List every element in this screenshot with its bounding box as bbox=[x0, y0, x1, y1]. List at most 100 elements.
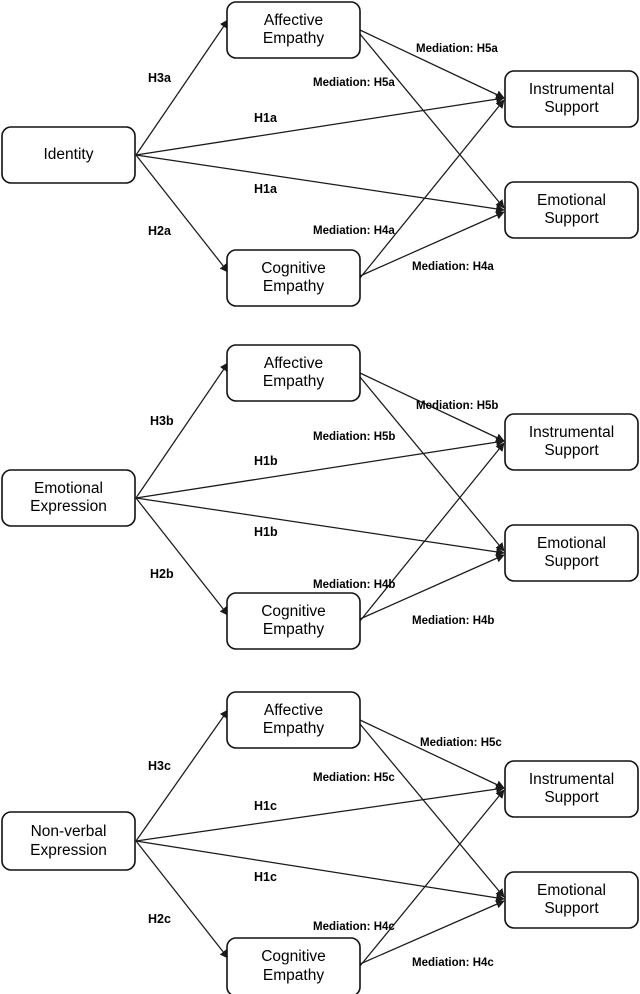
node-predictor-label-line1: Identity bbox=[44, 146, 94, 163]
edge-label-affective-to-instrumental: Mediation: H5b bbox=[416, 400, 498, 412]
node-predictor-rect[interactable] bbox=[1, 469, 136, 527]
node-predictor[interactable]: Emotional Expression bbox=[1, 469, 136, 527]
node-outcome-top-label-line2: Support bbox=[544, 789, 599, 806]
edge-label-pred-to-affective: H3a bbox=[148, 71, 172, 85]
node-mediator-bottom-label-line2: Empathy bbox=[263, 278, 324, 295]
edge-label-affective-to-emotional: Mediation: H5a bbox=[313, 77, 395, 89]
node-mediator-bottom[interactable]: Cognitive Empathy bbox=[226, 592, 361, 650]
edge-label-pred-to-cognitive: H2b bbox=[150, 567, 174, 581]
node-predictor-rect[interactable] bbox=[1, 126, 136, 184]
edge-pred-to-emotional bbox=[135, 497, 505, 557]
node-outcome-bottom-label-line1: Emotional bbox=[537, 882, 606, 899]
node-mediator-bottom[interactable]: Cognitive Empathy bbox=[226, 249, 361, 307]
node-predictor-label-line1: Emotional bbox=[34, 480, 103, 497]
edge-pred-to-affective bbox=[135, 709, 229, 842]
node-outcome-bottom-label-line1: Emotional bbox=[537, 192, 606, 209]
node-mediator-bottom-rect[interactable] bbox=[226, 937, 361, 994]
edge-label-affective-to-instrumental: Mediation: H5c bbox=[420, 737, 502, 749]
node-mediator-bottom-label-line1: Cognitive bbox=[261, 603, 326, 620]
edge-label-cognitive-to-emotional: Mediation: H4a bbox=[412, 261, 494, 273]
node-mediator-top-label-line2: Empathy bbox=[263, 30, 324, 47]
node-outcome-bottom[interactable]: Emotional Support bbox=[504, 871, 639, 929]
node-outcome-top-rect[interactable] bbox=[504, 413, 639, 471]
edge-label-affective-to-instrumental: Mediation: H5a bbox=[416, 43, 498, 55]
edge-affective-to-instrumental bbox=[359, 372, 505, 442]
node-mediator-bottom-label-line2: Empathy bbox=[263, 967, 324, 984]
node-outcome-bottom-label-line1: Emotional bbox=[537, 535, 606, 552]
node-predictor[interactable]: Identity bbox=[1, 126, 136, 184]
node-outcome-bottom-rect[interactable] bbox=[504, 524, 639, 582]
node-mediator-bottom-rect[interactable] bbox=[226, 592, 361, 650]
edge-label-pred-to-emotional: H1a bbox=[254, 182, 278, 196]
node-mediator-top-label-line2: Empathy bbox=[263, 720, 324, 737]
panel-b-edges bbox=[135, 362, 505, 622]
edge-affective-to-emotional bbox=[359, 723, 505, 898]
edge-pred-to-instrumental bbox=[135, 94, 505, 156]
panel-a: Identity Affective Empathy Cognitive Emp… bbox=[1, 1, 639, 307]
edge-pred-to-instrumental bbox=[135, 437, 505, 499]
node-mediator-top[interactable]: Affective Empathy bbox=[226, 691, 361, 749]
node-mediator-top-rect[interactable] bbox=[226, 344, 361, 402]
node-outcome-top[interactable]: Instrumental Support bbox=[504, 760, 639, 818]
edge-cognitive-to-emotional bbox=[359, 900, 505, 965]
edge-label-pred-to-instrumental: H1a bbox=[254, 111, 278, 125]
edge-cognitive-to-emotional bbox=[359, 554, 505, 620]
node-outcome-top-label-line2: Support bbox=[544, 442, 599, 459]
node-predictor-label-line2: Expression bbox=[30, 498, 107, 515]
node-outcome-top-label-line1: Instrumental bbox=[529, 81, 614, 98]
node-outcome-bottom-rect[interactable] bbox=[504, 181, 639, 239]
node-predictor[interactable]: Non-verbal Expression bbox=[1, 811, 136, 871]
node-mediator-top[interactable]: Affective Empathy bbox=[226, 1, 361, 59]
edge-pred-to-emotional bbox=[135, 840, 505, 903]
node-mediator-bottom-label-line1: Cognitive bbox=[261, 260, 326, 277]
edge-label-affective-to-emotional: Mediation: H5c bbox=[313, 772, 395, 784]
node-mediator-bottom[interactable]: Cognitive Empathy bbox=[226, 937, 361, 994]
node-mediator-bottom-label-line1: Cognitive bbox=[261, 948, 326, 965]
node-outcome-top-label-line2: Support bbox=[544, 99, 599, 116]
node-outcome-top-label-line1: Instrumental bbox=[529, 424, 614, 441]
node-outcome-bottom-rect[interactable] bbox=[504, 871, 639, 929]
node-mediator-top-rect[interactable] bbox=[226, 1, 361, 59]
edge-affective-to-instrumental bbox=[359, 29, 505, 99]
edge-pred-to-cognitive bbox=[135, 840, 229, 959]
edge-label-cognitive-to-instrumental: Mediation: H4a bbox=[313, 225, 395, 237]
node-outcome-bottom-label-line2: Support bbox=[544, 900, 599, 917]
node-outcome-bottom[interactable]: Emotional Support bbox=[504, 524, 639, 582]
edge-affective-to-emotional bbox=[359, 33, 505, 209]
panel-c: Non-verbal Expression Affective Empathy … bbox=[1, 691, 639, 994]
node-outcome-top[interactable]: Instrumental Support bbox=[504, 70, 639, 128]
panel-c-edges bbox=[135, 709, 505, 967]
node-mediator-top-rect[interactable] bbox=[226, 691, 361, 749]
edge-label-pred-to-cognitive: H2a bbox=[148, 224, 172, 238]
panel-b: Emotional Expression Affective Empathy C… bbox=[1, 344, 639, 650]
node-outcome-top[interactable]: Instrumental Support bbox=[504, 413, 639, 471]
edge-label-pred-to-affective: H3c bbox=[148, 759, 171, 773]
node-predictor-rect[interactable] bbox=[1, 811, 136, 871]
edge-pred-to-emotional bbox=[135, 154, 505, 214]
edge-label-cognitive-to-emotional: Mediation: H4b bbox=[412, 615, 494, 627]
node-outcome-bottom-label-line2: Support bbox=[544, 553, 599, 570]
edge-label-affective-to-emotional: Mediation: H5b bbox=[313, 431, 395, 443]
edge-affective-to-emotional bbox=[359, 376, 505, 552]
node-mediator-top-label-line1: Affective bbox=[264, 702, 323, 719]
node-outcome-top-rect[interactable] bbox=[504, 760, 639, 818]
node-predictor-label-line1: Non-verbal bbox=[31, 823, 107, 840]
edge-label-cognitive-to-emotional: Mediation: H4c bbox=[412, 957, 494, 969]
edge-label-pred-to-emotional: H1c bbox=[254, 870, 277, 884]
node-mediator-bottom-rect[interactable] bbox=[226, 249, 361, 307]
edge-cognitive-to-instrumental bbox=[359, 789, 505, 967]
edge-cognitive-to-instrumental bbox=[359, 442, 505, 622]
node-mediator-top-label-line1: Affective bbox=[264, 355, 323, 372]
node-mediator-top-label-line2: Empathy bbox=[263, 373, 324, 390]
node-outcome-bottom[interactable]: Emotional Support bbox=[504, 181, 639, 239]
node-outcome-top-rect[interactable] bbox=[504, 70, 639, 128]
node-mediator-top[interactable]: Affective Empathy bbox=[226, 344, 361, 402]
edge-pred-to-affective bbox=[135, 362, 229, 499]
edge-affective-to-instrumental bbox=[359, 719, 505, 789]
edge-pred-to-instrumental bbox=[135, 784, 505, 842]
node-mediator-top-label-line1: Affective bbox=[264, 12, 323, 29]
node-outcome-top-label-line1: Instrumental bbox=[529, 771, 614, 788]
edge-pred-to-cognitive bbox=[135, 154, 229, 273]
